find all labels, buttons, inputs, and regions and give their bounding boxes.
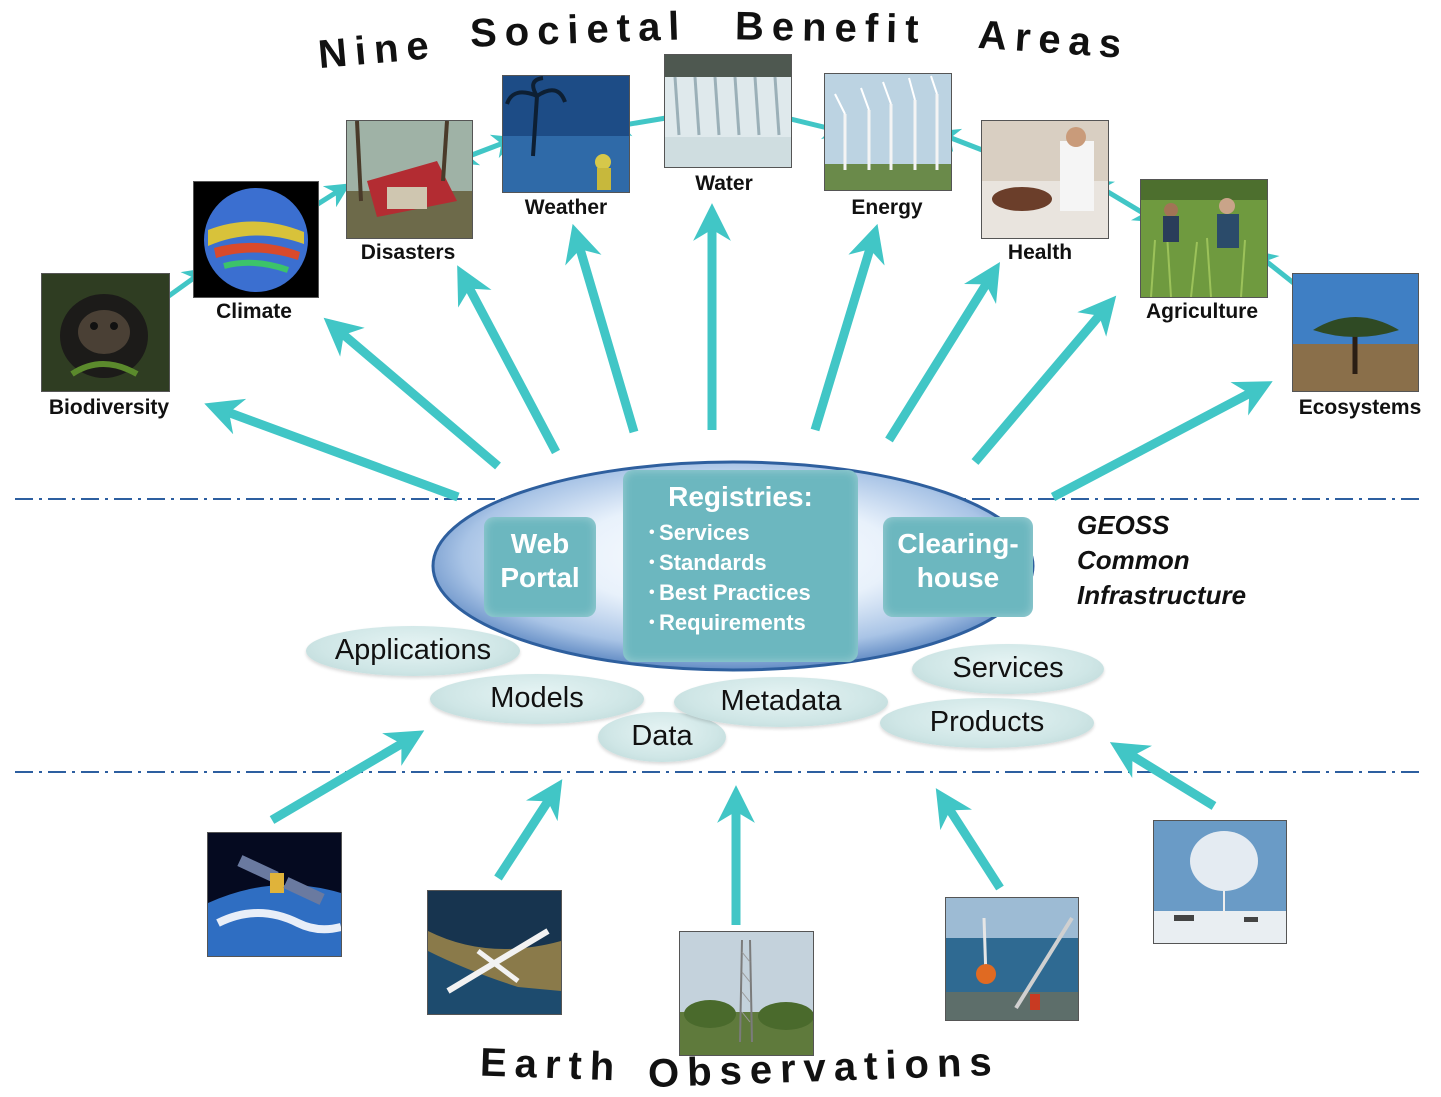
ocean-buoy-photo [945,897,1079,1021]
arrow-to-disasters [457,265,560,455]
bottom-title-word-1: Earth [479,1040,623,1090]
agriculture-photo [1140,179,1268,298]
clearinghouse-box: Clearing- house [883,517,1033,617]
registries-item: Standards [649,548,858,578]
health-photo [981,120,1109,239]
arrow-from-balloon [1109,742,1217,810]
arrow-from-satellite [269,730,425,824]
clearinghouse-line-2: house [916,562,1000,593]
disasters-photo [346,120,473,239]
arrow-to-energy [810,223,885,432]
benefit-label-energy: Energy [851,196,923,219]
registries-box: Registries: Services Standards Best Prac… [623,470,858,662]
benefit-label-ecosystems: Ecosystems [1298,396,1422,419]
climate-photo [193,181,319,298]
benefit-label-agriculture: Agriculture [1145,300,1259,323]
arrow-to-agriculture [971,295,1117,465]
registries-item: Requirements [649,608,858,638]
water-photo [664,54,792,168]
arrow-from-buoy [935,788,1004,891]
component-data: Data [598,712,726,762]
geoss-caption: GEOSS Common Infrastructure [1077,508,1246,613]
energy-photo [824,73,952,191]
aircraft-photo [427,890,562,1015]
benefit-label-health: Health [1007,241,1073,264]
biodiversity-photo [41,273,170,392]
registries-list: Services Standards Best Practices Requir… [623,518,858,638]
arrow-to-biodiversity [204,398,460,502]
arrow-to-health [885,261,1000,443]
benefit-label-water: Water [695,172,753,195]
arrow-from-aircraft [494,779,563,881]
web-portal-line-1: Web [510,528,570,559]
geoss-caption-line-2: Common [1077,545,1190,575]
arrow-to-weather [565,223,639,434]
benefit-label-biodiversity: Biodiversity [48,396,170,419]
geoss-caption-line-1: GEOSS [1077,510,1170,540]
component-models: Models [430,674,644,724]
weather-photo [502,75,630,193]
clearinghouse-line-1: Clearing- [897,528,1019,559]
component-applications: Applications [306,626,520,676]
arrow-to-ecosystems [1050,381,1273,501]
registries-item: Services [649,518,858,548]
top-title-word-3: Benefit [734,4,927,52]
web-portal-line-2: Portal [500,562,580,593]
arrow-to-climate [323,317,501,470]
registries-item: Best Practices [649,578,858,608]
component-metadata: Metadata [674,677,888,727]
benefit-label-climate: Climate [216,300,292,323]
web-portal-box: Web Portal [484,517,596,617]
component-products: Products [880,698,1094,748]
ecosystems-photo [1292,273,1419,392]
component-services: Services [912,644,1104,694]
geoss-caption-line-3: Infrastructure [1077,580,1247,610]
registries-title: Registries: [668,481,813,512]
tower-photo [679,931,814,1056]
top-title-word-2: Societal [469,4,689,56]
balloon-photo [1153,820,1287,944]
benefit-label-weather: Weather [524,196,608,219]
benefit-label-disasters: Disasters [360,241,456,264]
satellite-photo [207,832,342,957]
